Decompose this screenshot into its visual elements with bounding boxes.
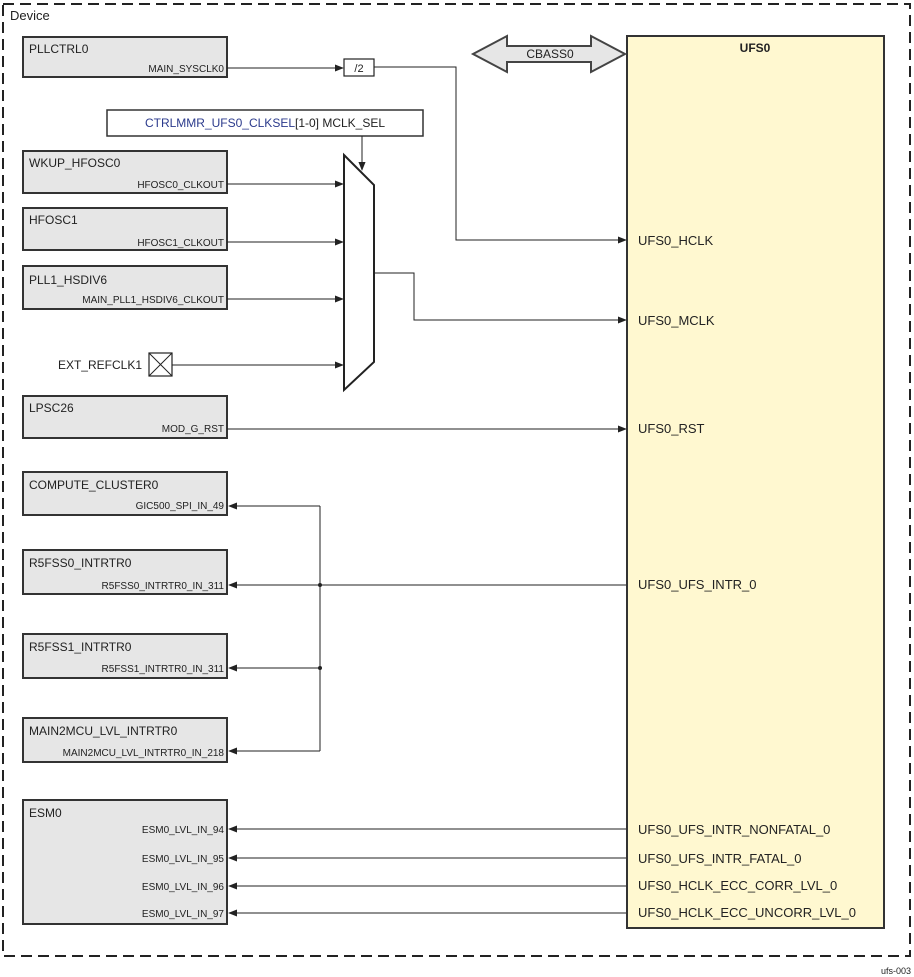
- clksel-text: CTRLMMR_UFS0_CLKSEL[1-0] MCLK_SEL: [145, 116, 385, 130]
- lpsc26-name: LPSC26: [29, 401, 74, 415]
- compute-cluster0-block: [22, 471, 228, 516]
- ufs0-rst-port: UFS0_RST: [638, 421, 705, 436]
- main2mcu-block: [22, 717, 228, 763]
- clksel-bits: [1-0] MCLK_SEL: [295, 116, 385, 130]
- figure-id: ufs-003: [881, 966, 911, 976]
- main2mcu-port: MAIN2MCU_LVL_INTRTR0_IN_218: [63, 748, 225, 759]
- divider-label: /2: [354, 63, 363, 75]
- ufs0-ecc-uncorr-port: UFS0_HCLK_ECC_UNCORR_LVL_0: [638, 905, 856, 920]
- hclk-wire: [374, 66, 627, 244]
- wkup-hfosc0-port: HFOSC0_CLKOUT: [137, 180, 224, 191]
- esm0-name: ESM0: [29, 806, 62, 820]
- pllctrl0-block: [22, 36, 228, 78]
- r5fss0-intrtr0-port: R5FSS0_INTRTR0_IN_311: [102, 581, 225, 592]
- cbass0-label: CBASS0: [526, 47, 574, 61]
- hfosc1-port: HFOSC1_CLKOUT: [137, 238, 224, 249]
- ufs0-mclk-port: UFS0_MCLK: [638, 313, 715, 328]
- r5fss0-intrtr0-name: R5FSS0_INTRTR0: [29, 556, 132, 570]
- ufs0-hclk-port: UFS0_HCLK: [638, 233, 713, 248]
- ufs0-nonfatal-port: UFS0_UFS_INTR_NONFATAL_0: [638, 822, 830, 837]
- clksel-reg: CTRLMMR_UFS0_CLKSEL: [145, 116, 295, 130]
- clksel-register: [106, 109, 424, 137]
- esm0-port-95: ESM0_LVL_IN_95: [142, 854, 225, 865]
- wkup-hfosc0-block: [22, 150, 228, 194]
- pllctrl0-name: PLLCTRL0: [29, 42, 89, 56]
- hfosc1-name: HFOSC1: [29, 213, 78, 227]
- r5fss1-intrtr0-port: R5FSS1_INTRTR0_IN_311: [102, 664, 225, 675]
- ext-pin-icon: [148, 352, 173, 377]
- r5fss0-intrtr0-block: [22, 549, 228, 595]
- junction-dot: [318, 666, 322, 670]
- esm0-block: [22, 799, 228, 925]
- ufs0-fatal-port: UFS0_UFS_INTR_FATAL_0: [638, 851, 802, 866]
- esm0-port-97: ESM0_LVL_IN_97: [142, 909, 225, 920]
- esm0-port-96: ESM0_LVL_IN_96: [142, 882, 225, 893]
- mclk-mux: [343, 152, 375, 393]
- wkup-hfosc0-name: WKUP_HFOSC0: [29, 156, 121, 170]
- cbass0-bus: [470, 34, 628, 74]
- hfosc1-block: [22, 207, 228, 251]
- esm0-port-94: ESM0_LVL_IN_94: [142, 825, 225, 836]
- r5fss1-intrtr0-name: R5FSS1_INTRTR0: [29, 640, 132, 654]
- ext-refclk1-label: EXT_REFCLK1: [58, 358, 142, 372]
- main2mcu-name: MAIN2MCU_LVL_INTRTR0: [29, 724, 178, 738]
- pll1-hsdiv6-name: PLL1_HSDIV6: [29, 273, 107, 287]
- device-label: Device: [10, 8, 50, 23]
- pll1-hsdiv6-port: MAIN_PLL1_HSDIV6_CLKOUT: [82, 295, 224, 306]
- pll1-hsdiv6-block: [22, 265, 228, 310]
- ufs0-title: UFS0: [740, 41, 771, 55]
- compute-cluster0-name: COMPUTE_CLUSTER0: [29, 478, 159, 492]
- lpsc26-port: MOD_G_RST: [162, 424, 224, 435]
- ufs0-block: [626, 35, 885, 929]
- ufs0-ecc-corr-port: UFS0_HCLK_ECC_CORR_LVL_0: [638, 878, 837, 893]
- ufs0-intr-port: UFS0_UFS_INTR_0: [638, 577, 756, 592]
- pllctrl0-port: MAIN_SYSCLK0: [148, 64, 224, 75]
- compute-cluster0-port: GIC500_SPI_IN_49: [136, 501, 225, 512]
- r5fss1-intrtr0-block: [22, 633, 228, 679]
- lpsc26-block: [22, 395, 228, 439]
- mclk-wire: [374, 272, 627, 324]
- junction-dot: [318, 583, 322, 587]
- device-boundary: [2, 3, 911, 957]
